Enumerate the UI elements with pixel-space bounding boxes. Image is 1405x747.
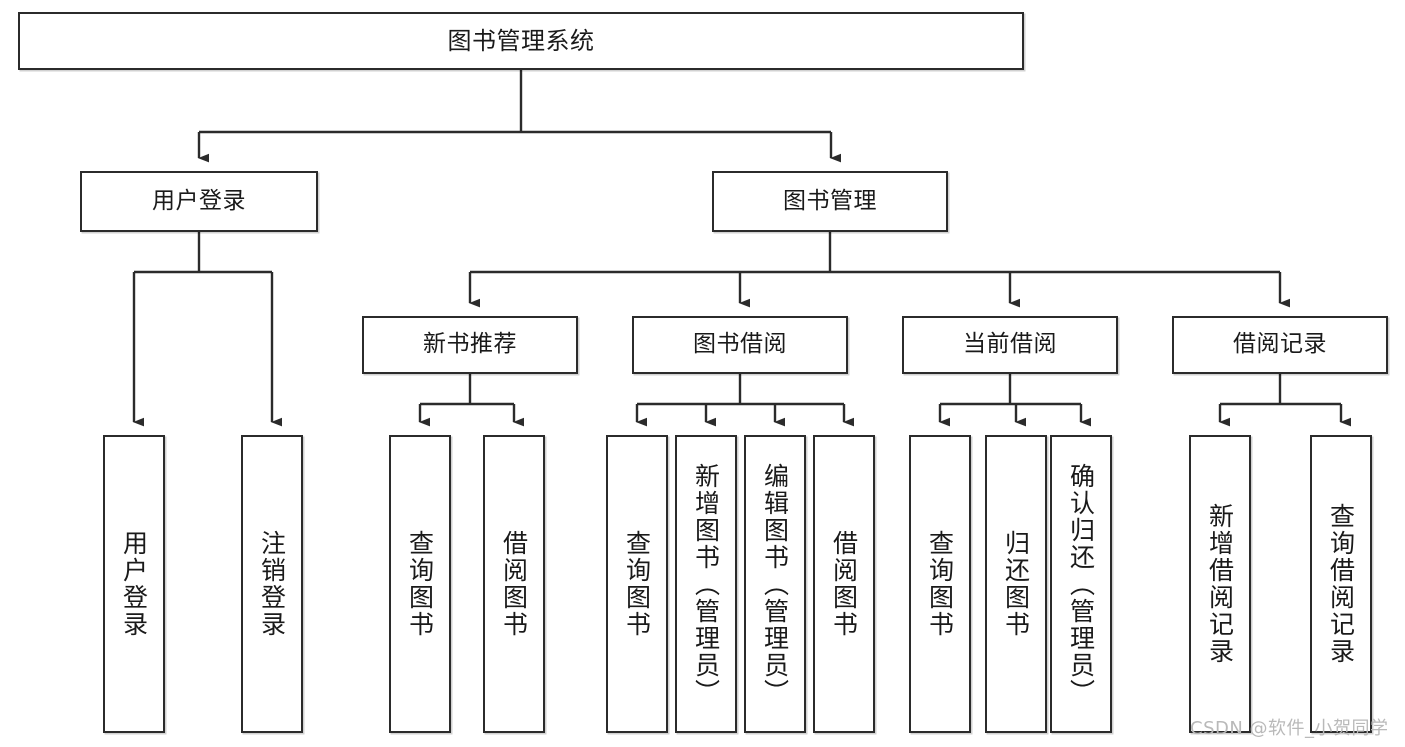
node-leaf-user-login-label: 用户登录 xyxy=(119,530,149,638)
node-leaf-borrow-book-1[interactable]: 借阅图书 xyxy=(483,435,545,733)
node-new-book-rec-label: 新书推荐 xyxy=(423,331,517,358)
node-leaf-query-book-3-label: 查询图书 xyxy=(925,530,955,638)
node-leaf-borrow-book-2[interactable]: 借阅图书 xyxy=(813,435,875,733)
node-root[interactable]: 图书管理系统 xyxy=(18,12,1024,70)
node-book-borrow[interactable]: 图书借阅 xyxy=(632,316,848,374)
node-user-login[interactable]: 用户登录 xyxy=(80,171,318,232)
node-user-login-label: 用户登录 xyxy=(152,187,246,214)
node-leaf-query-book-1-label: 查询图书 xyxy=(405,530,435,638)
node-leaf-confirm-return-label: 确认归还（管理员） xyxy=(1066,462,1096,706)
node-leaf-user-logout-label: 注销登录 xyxy=(257,530,287,638)
node-leaf-query-record-label: 查询借阅记录 xyxy=(1326,503,1356,665)
node-book-borrow-label: 图书借阅 xyxy=(693,331,787,358)
node-leaf-add-book-label: 新增图书（管理员） xyxy=(691,462,721,706)
node-leaf-return-book[interactable]: 归还图书 xyxy=(985,435,1047,733)
node-current-borrow-label: 当前借阅 xyxy=(963,331,1057,358)
node-book-manage[interactable]: 图书管理 xyxy=(712,171,948,232)
node-book-manage-label: 图书管理 xyxy=(783,187,877,214)
node-leaf-edit-book-label: 编辑图书（管理员） xyxy=(760,462,790,706)
node-leaf-borrow-book-2-label: 借阅图书 xyxy=(829,530,859,638)
node-leaf-borrow-book-1-label: 借阅图书 xyxy=(499,530,529,638)
node-leaf-query-book-1[interactable]: 查询图书 xyxy=(389,435,451,733)
node-leaf-query-book-2-label: 查询图书 xyxy=(622,530,652,638)
node-root-label: 图书管理系统 xyxy=(447,26,595,55)
node-leaf-edit-book[interactable]: 编辑图书（管理员） xyxy=(744,435,806,733)
node-leaf-return-book-label: 归还图书 xyxy=(1001,530,1031,638)
node-leaf-query-book-2[interactable]: 查询图书 xyxy=(606,435,668,733)
node-leaf-user-logout[interactable]: 注销登录 xyxy=(241,435,303,733)
node-borrow-record-label: 借阅记录 xyxy=(1233,331,1327,358)
node-leaf-query-book-3[interactable]: 查询图书 xyxy=(909,435,971,733)
node-leaf-query-record[interactable]: 查询借阅记录 xyxy=(1310,435,1372,733)
node-current-borrow[interactable]: 当前借阅 xyxy=(902,316,1118,374)
node-new-book-rec[interactable]: 新书推荐 xyxy=(362,316,578,374)
node-leaf-add-record-label: 新增借阅记录 xyxy=(1205,503,1235,665)
node-leaf-confirm-return[interactable]: 确认归还（管理员） xyxy=(1050,435,1112,733)
node-leaf-add-book[interactable]: 新增图书（管理员） xyxy=(675,435,737,733)
node-leaf-user-login[interactable]: 用户登录 xyxy=(103,435,165,733)
csdn-watermark: CSDN @软件_小贺同学 xyxy=(1190,718,1389,739)
node-leaf-add-record[interactable]: 新增借阅记录 xyxy=(1189,435,1251,733)
node-borrow-record[interactable]: 借阅记录 xyxy=(1172,316,1388,374)
